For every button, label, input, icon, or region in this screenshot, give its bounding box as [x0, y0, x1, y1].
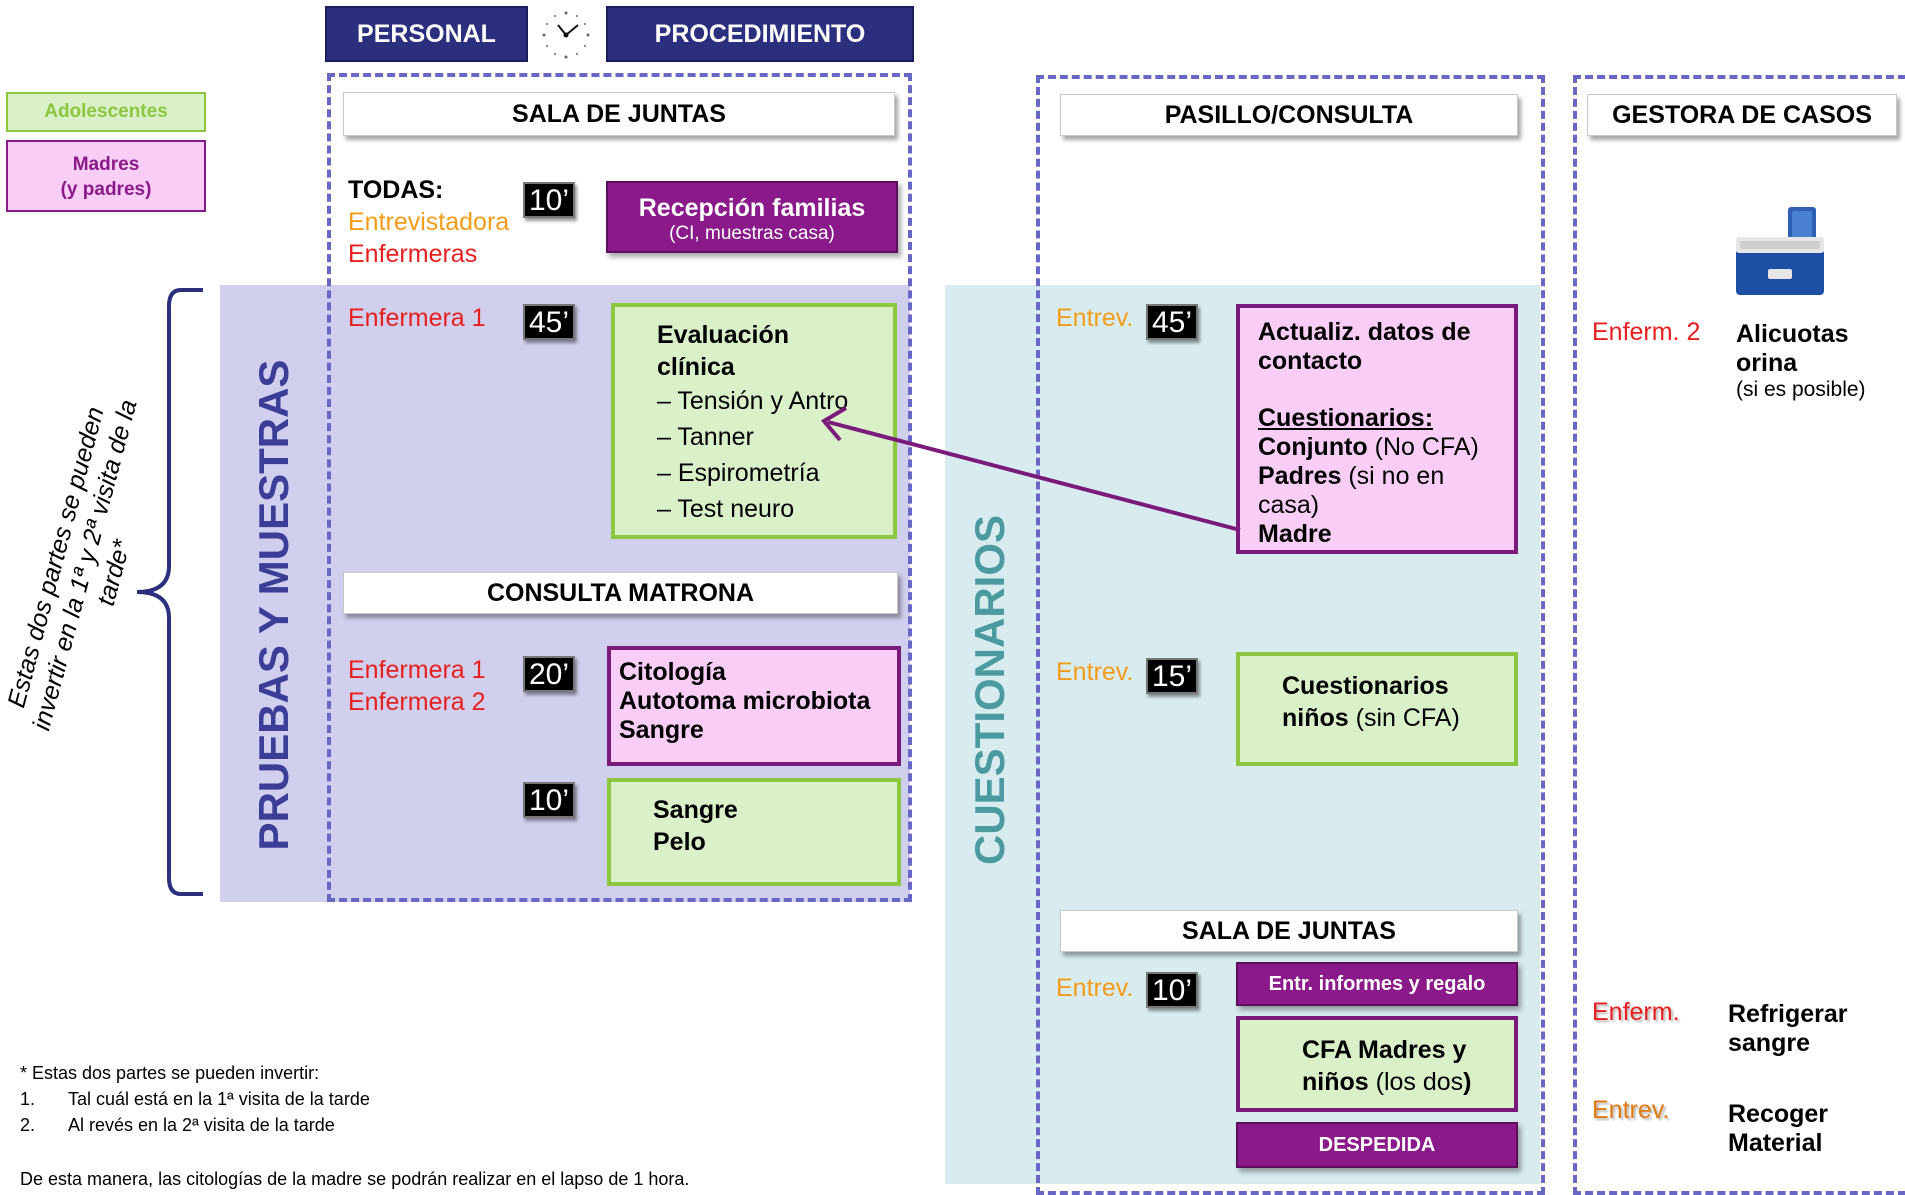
citologia-item: Sangre [619, 716, 704, 744]
matrona-staff-1: Enfermera 1 [348, 656, 486, 684]
conjunto-label: Conjunto [1258, 433, 1368, 461]
recoger-line2: Material [1728, 1129, 1823, 1157]
informes-regalo-box: Entr. informes y regalo [1236, 962, 1518, 1006]
procedimiento-header: PROCEDIMIENTO [606, 6, 914, 62]
padres-note: (si no en [1341, 462, 1445, 490]
footnote-num: 1. [20, 1089, 36, 1109]
recepcion-familias-title: Recepción familias [638, 194, 866, 222]
refrigerar-staff: Enferm. [1592, 998, 1680, 1026]
padres-note-2: casa) [1258, 491, 1320, 519]
todas-entrevistadora: Entrevistadora [348, 208, 510, 236]
eval-staff: Enfermera 1 [348, 304, 486, 332]
sala-juntas-band: SALA DE JUNTAS [343, 92, 895, 136]
timer-15-cuest-ninos: 15’ [1146, 658, 1199, 694]
citologia-box: Citología Autotoma microbiota Sangre [607, 646, 901, 766]
recepcion-familias-box: Recepción familias (CI, muestras casa) [606, 181, 898, 253]
footnote-text: Tal cuál está en la 1ª visita de la tard… [68, 1089, 370, 1109]
cuestionarios-ninos-box: Cuestionarios niños (sin CFA) [1236, 652, 1518, 766]
alicuotas-text: Alicuotas orina (si es posible) [1736, 320, 1866, 402]
legend-adolescentes-label: Adolescentes [44, 101, 168, 122]
padres-label: Padres [1258, 462, 1342, 490]
citologia-item: Autotoma microbiota [619, 687, 871, 715]
eval-item: – Espirometría [657, 459, 820, 487]
footnote-num: 2. [20, 1115, 36, 1135]
cooler-icon [1734, 203, 1830, 297]
clock-icon [538, 8, 594, 62]
matrona-staff-2: Enfermera 2 [348, 688, 486, 716]
cfa-close: ) [1463, 1068, 1472, 1096]
personal-header: PERSONAL [325, 6, 528, 62]
timer-45-actualiz: 45’ [1146, 304, 1199, 340]
timer-20-matrona: 20’ [523, 656, 576, 692]
actualiz-line1: Actualiz. datos de [1258, 318, 1471, 346]
actualiz-staff: Entrev. [1056, 304, 1134, 332]
consulta-matrona-band: CONSULTA MATRONA [343, 572, 898, 614]
sangre-item: Pelo [653, 828, 706, 856]
footnote-text: Al revés en la 2ª visita de la tarde [68, 1115, 335, 1135]
todas-enfermeras: Enfermeras [348, 240, 478, 268]
cuest-ninos-line2: niños (sin CFA) [1282, 702, 1514, 734]
cfa-line2: niños (los dos) [1302, 1066, 1514, 1098]
sangre-pelo-box: Sangre Pelo [607, 778, 901, 886]
eval-item: – Tanner [657, 423, 754, 451]
todas-title: TODAS: [348, 176, 444, 204]
timer-10-todas: 10’ [523, 182, 576, 218]
footnote-item: 1. Tal cuál está en la 1ª visita de la ta… [20, 1086, 920, 1112]
cuestionarios-subtitle: Cuestionarios: [1258, 404, 1434, 432]
conjunto-line: Conjunto (No CFA) [1258, 433, 1514, 462]
conjunto-note: (No CFA) [1367, 433, 1479, 461]
sala-juntas-band-2: SALA DE JUNTAS [1060, 910, 1518, 952]
recepcion-familias-sub: (CI, muestras casa) [669, 223, 835, 244]
cfa-note: (los dos [1368, 1068, 1464, 1096]
recoger-staff: Entrev. [1592, 1096, 1670, 1124]
legend-madres-line2: (y padres) [60, 179, 152, 200]
legend-adolescentes: Adolescentes [6, 92, 206, 132]
eval-item: – Tensión y Antro [657, 387, 849, 415]
refrigerar-line2: sangre [1728, 1029, 1810, 1057]
curly-brace-icon [125, 286, 205, 898]
eval-item: – Test neuro [657, 495, 795, 523]
cfa-line1: CFA Madres y [1302, 1036, 1467, 1064]
refrigerar-text: Refrigerar sangre [1728, 1000, 1848, 1058]
citologia-item: Citología [619, 658, 726, 686]
cuest-ninos-line1: Cuestionarios [1282, 672, 1449, 700]
timer-45-eval: 45’ [523, 304, 576, 340]
evaluacion-clinica-box: Evaluación clínica – Tensión y Antro – T… [611, 303, 897, 539]
alicuotas-staff: Enferm. 2 [1592, 318, 1701, 346]
footnote-intro: * Estas dos partes se pueden invertir: [20, 1063, 320, 1083]
timer-10-sangre: 10’ [523, 782, 576, 818]
footnote-final: De esta manera, las citologías de la mad… [20, 1169, 690, 1189]
padres-line: Padres (si no en [1258, 462, 1514, 491]
sangre-item: Sangre [653, 796, 738, 824]
legend-madres: Madres (y padres) [6, 140, 206, 212]
alicuotas-line1: Alicuotas [1736, 320, 1849, 348]
actualiz-line2: contacto [1258, 347, 1363, 375]
alicuotas-line3: (si es posible) [1736, 378, 1866, 401]
actualiz-datos-box: Actualiz. datos de contacto Cuestionario… [1236, 304, 1518, 554]
despedida-box: DESPEDIDA [1236, 1122, 1518, 1168]
eval-title-2: clínica [657, 353, 735, 381]
pruebas-muestras-text: PRUEBAS Y MUESTRAS [250, 359, 297, 851]
eval-title-1: Evaluación [657, 321, 789, 349]
cuest-ninos-staff: Entrev. [1056, 658, 1134, 686]
recoger-line1: Recoger [1728, 1100, 1829, 1128]
sin-cfa-note: (sin CFA) [1348, 704, 1460, 732]
footnote: * Estas dos partes se pueden invertir: 1… [20, 1060, 920, 1192]
ninos-label: niños [1282, 704, 1349, 732]
legend-madres-line1: Madres [72, 154, 140, 175]
timer-10-informes: 10’ [1146, 972, 1199, 1008]
alicuotas-line2: orina [1736, 349, 1798, 377]
cfa-ninos: niños [1302, 1068, 1369, 1096]
connector-arrow [810, 400, 1250, 540]
personal-column-frame [327, 73, 912, 902]
informes-staff: Entrev. [1056, 974, 1134, 1002]
recoger-text: Recoger Material [1728, 1100, 1828, 1158]
pasillo-consulta-band: PASILLO/CONSULTA [1060, 94, 1518, 136]
footnote-item: 2. Al revés en la 2ª visita de la tarde [20, 1112, 920, 1138]
gestora-casos-band: GESTORA DE CASOS [1587, 94, 1897, 136]
cuestionarios-text: CUESTIONARIOS [966, 514, 1013, 866]
cfa-box: CFA Madres y niños (los dos) [1236, 1016, 1518, 1112]
madre-line: Madre [1258, 520, 1332, 548]
refrigerar-line1: Refrigerar [1728, 1000, 1848, 1028]
